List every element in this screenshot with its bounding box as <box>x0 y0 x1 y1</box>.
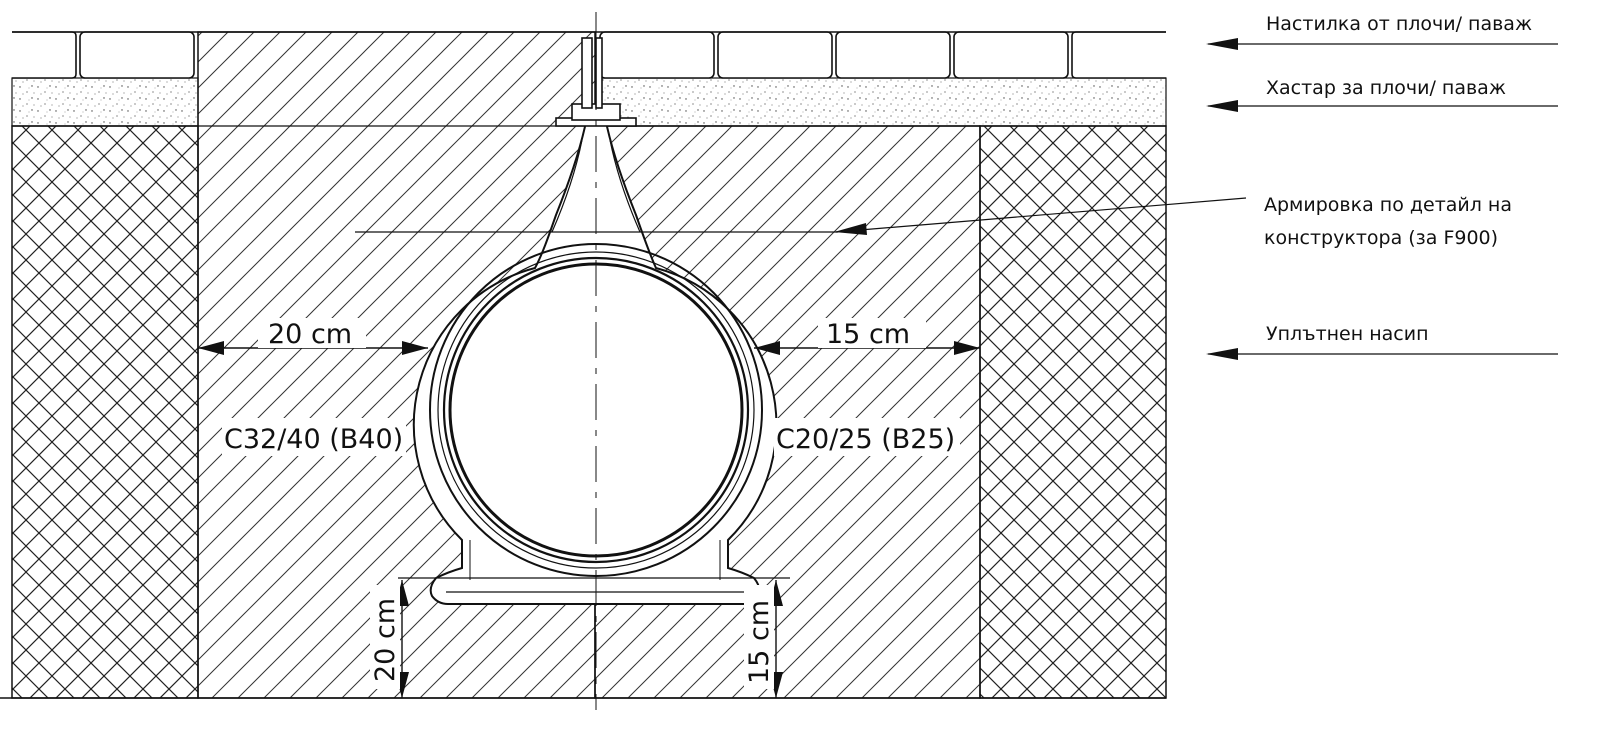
paving-slabs <box>12 31 1166 79</box>
dimension-right-side <box>754 318 980 355</box>
dimension-right-bottom-label: 15 cm <box>744 600 775 684</box>
dimension-right-side-label: 15 cm <box>826 319 910 350</box>
dimension-right-bottom <box>744 580 783 698</box>
concrete-grade-left: C32/40 (B40) <box>224 424 403 455</box>
concrete-grade-right: C20/25 (B25) <box>776 424 955 455</box>
compacted-fill-left <box>11 125 199 699</box>
dimension-left-side-label: 20 cm <box>268 319 352 350</box>
dimension-left-bottom <box>370 580 409 698</box>
sand-bed-left <box>11 77 199 127</box>
dimension-left-side <box>198 318 428 355</box>
callout-reinforcement-line1: Армировка по детайл на <box>1264 194 1512 216</box>
callout-reinforcement-line2: конструктора (за F900) <box>1264 227 1498 249</box>
callout-leaders <box>834 38 1558 360</box>
sand-bed-right <box>595 77 1167 127</box>
dimension-left-bottom-label: 20 cm <box>370 598 401 682</box>
callout-paving: Настилка от плочи/ паваж <box>1266 13 1532 35</box>
callout-compacted-fill: Уплътнен насип <box>1266 323 1429 345</box>
callout-sand-bed: Хастар за плочи/ паваж <box>1266 77 1506 99</box>
compacted-fill-right <box>979 125 1167 699</box>
